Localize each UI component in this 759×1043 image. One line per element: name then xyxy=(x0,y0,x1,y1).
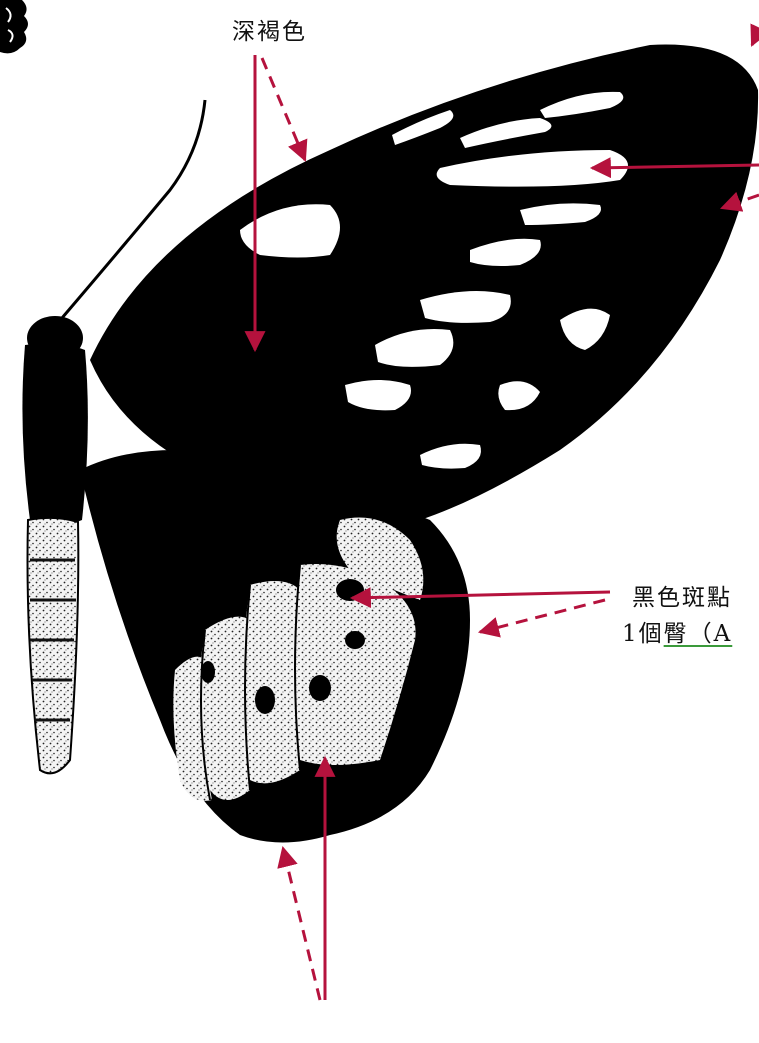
label-count-underlined: 臀（A xyxy=(664,621,733,647)
flower-ornament-icon xyxy=(0,0,28,53)
label-black-spots: 黑色斑點 xyxy=(632,578,732,612)
label-dark-brown: 深褐色 xyxy=(232,12,307,46)
arrow-dark-brown-dashed xyxy=(262,58,305,160)
butterfly-body xyxy=(22,316,87,773)
label-count-prefix: 1個 xyxy=(622,621,664,647)
arrow-right-top-dashed xyxy=(752,30,759,45)
arrow-bottom-dashed xyxy=(283,848,320,1000)
forewing xyxy=(90,45,758,520)
arrow-black-spots-dashed xyxy=(480,600,605,632)
label-count: 1個臀（A xyxy=(622,614,732,648)
